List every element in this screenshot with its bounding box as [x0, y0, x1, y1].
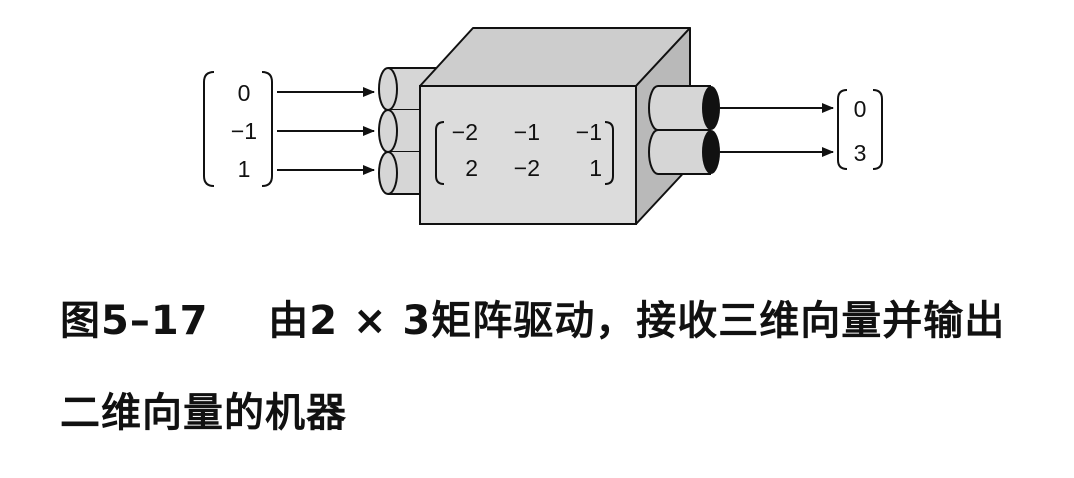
matrix-left-bracket	[435, 121, 445, 185]
output-arrows	[720, 103, 834, 157]
output-tubes	[648, 85, 720, 175]
box-front-face	[419, 85, 637, 225]
input-vector: 0 −1 1	[203, 71, 273, 187]
matrix-machine-diagram: 0 −1 1 −	[203, 27, 883, 225]
input-entry-1: −1	[231, 118, 257, 144]
input-right-bracket	[261, 71, 273, 187]
matrix-cell-1-1: −2	[514, 155, 540, 181]
input-arrows	[277, 87, 375, 175]
matrix-cell-0-0: −2	[452, 119, 478, 145]
output-entry-1: 3	[854, 140, 867, 166]
output-right-bracket	[872, 89, 883, 170]
matrix-cell-0-2: −1	[576, 119, 602, 145]
output-left-bracket	[837, 89, 848, 170]
input-entry-0: 0	[238, 80, 251, 106]
matrix-cell-0-1: −1	[514, 119, 540, 145]
output-tube-1-end	[702, 130, 720, 174]
matrix-right-bracket	[604, 121, 614, 185]
output-tube-1	[648, 129, 720, 175]
matrix-cell-1-2: 1	[589, 155, 602, 181]
output-tube-0-end	[702, 86, 720, 130]
figure-caption-line-2: 二维向量的机器	[60, 390, 347, 436]
machine-box	[419, 27, 691, 225]
output-vector: 0 3	[837, 89, 883, 170]
matrix: −2 −1 −1 2 −2 1	[435, 119, 614, 185]
matrix-cell-1-0: 2	[465, 155, 478, 181]
figure-caption-line-1: 图5–17 由2 × 3矩阵驱动，接收三维向量并输出	[60, 298, 1006, 344]
input-entry-2: 1	[238, 156, 251, 182]
output-entry-0: 0	[854, 96, 867, 122]
input-left-bracket	[203, 71, 215, 187]
output-tube-0	[648, 85, 720, 131]
